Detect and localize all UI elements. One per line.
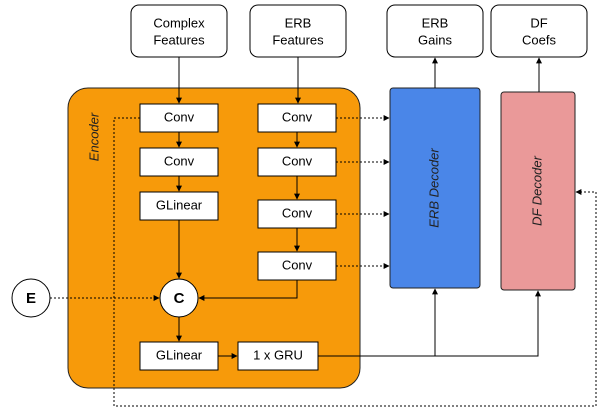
- df-decoder-label: DF Decoder: [529, 155, 544, 226]
- skip-complex-to-df-decoder: [113, 117, 597, 407]
- df-coefs-line2: Coefs: [522, 32, 556, 47]
- complex-conv-2-label: Conv: [164, 153, 195, 168]
- arrow-conv4-concat: [198, 280, 298, 301]
- encoder-title: Encoder: [86, 112, 101, 161]
- erb-conv-3: Conv: [257, 199, 337, 229]
- erb-decoder-label: ERB Decoder: [426, 148, 441, 228]
- erb-conv-4: Conv: [257, 251, 337, 281]
- df-coefs-line1: DF: [530, 15, 547, 30]
- gru-label: 1 x GRU: [253, 347, 303, 362]
- erb-features-line1: ERB: [285, 15, 312, 30]
- complex-glinear: GLinear: [139, 191, 219, 221]
- erb-conv-2-label: Conv: [282, 153, 313, 168]
- complex-conv-2: Conv: [139, 147, 219, 177]
- erb-conv-1: Conv: [257, 103, 337, 133]
- erb-gains-line1: ERB: [422, 15, 449, 30]
- e-input-node: E: [11, 278, 51, 318]
- bottom-glinear-label: GLinear: [156, 347, 203, 362]
- erb-gains-line2: Gains: [418, 32, 452, 47]
- erb-features-input: ERB Features: [249, 4, 347, 58]
- erb-conv-2: Conv: [257, 147, 337, 177]
- concat-node: C: [159, 278, 199, 318]
- concat-label: C: [174, 290, 185, 307]
- complex-conv-1: Conv: [139, 103, 219, 133]
- complex-features-input: Complex Features: [130, 4, 228, 58]
- erb-features-line2: Features: [272, 32, 324, 47]
- erb-gains-output: ERB Gains: [386, 4, 484, 58]
- erb-conv-3-label: Conv: [282, 205, 313, 220]
- complex-glinear-label: GLinear: [156, 197, 203, 212]
- gru-block: 1 x GRU: [237, 341, 319, 371]
- df-coefs-output: DF Coefs: [490, 4, 588, 58]
- complex-conv-1-label: Conv: [164, 109, 195, 124]
- erb-conv-4-label: Conv: [282, 257, 313, 272]
- erb-conv-1-label: Conv: [282, 109, 313, 124]
- bottom-glinear: GLinear: [139, 341, 219, 371]
- e-label: E: [26, 290, 36, 307]
- gru-to-decoders-line: [318, 290, 541, 357]
- df-decoder: DF Decoder: [500, 91, 576, 291]
- complex-features-line1: Complex: [153, 15, 205, 30]
- erb-decoder: ERB Decoder: [389, 87, 481, 289]
- complex-features-line2: Features: [153, 32, 205, 47]
